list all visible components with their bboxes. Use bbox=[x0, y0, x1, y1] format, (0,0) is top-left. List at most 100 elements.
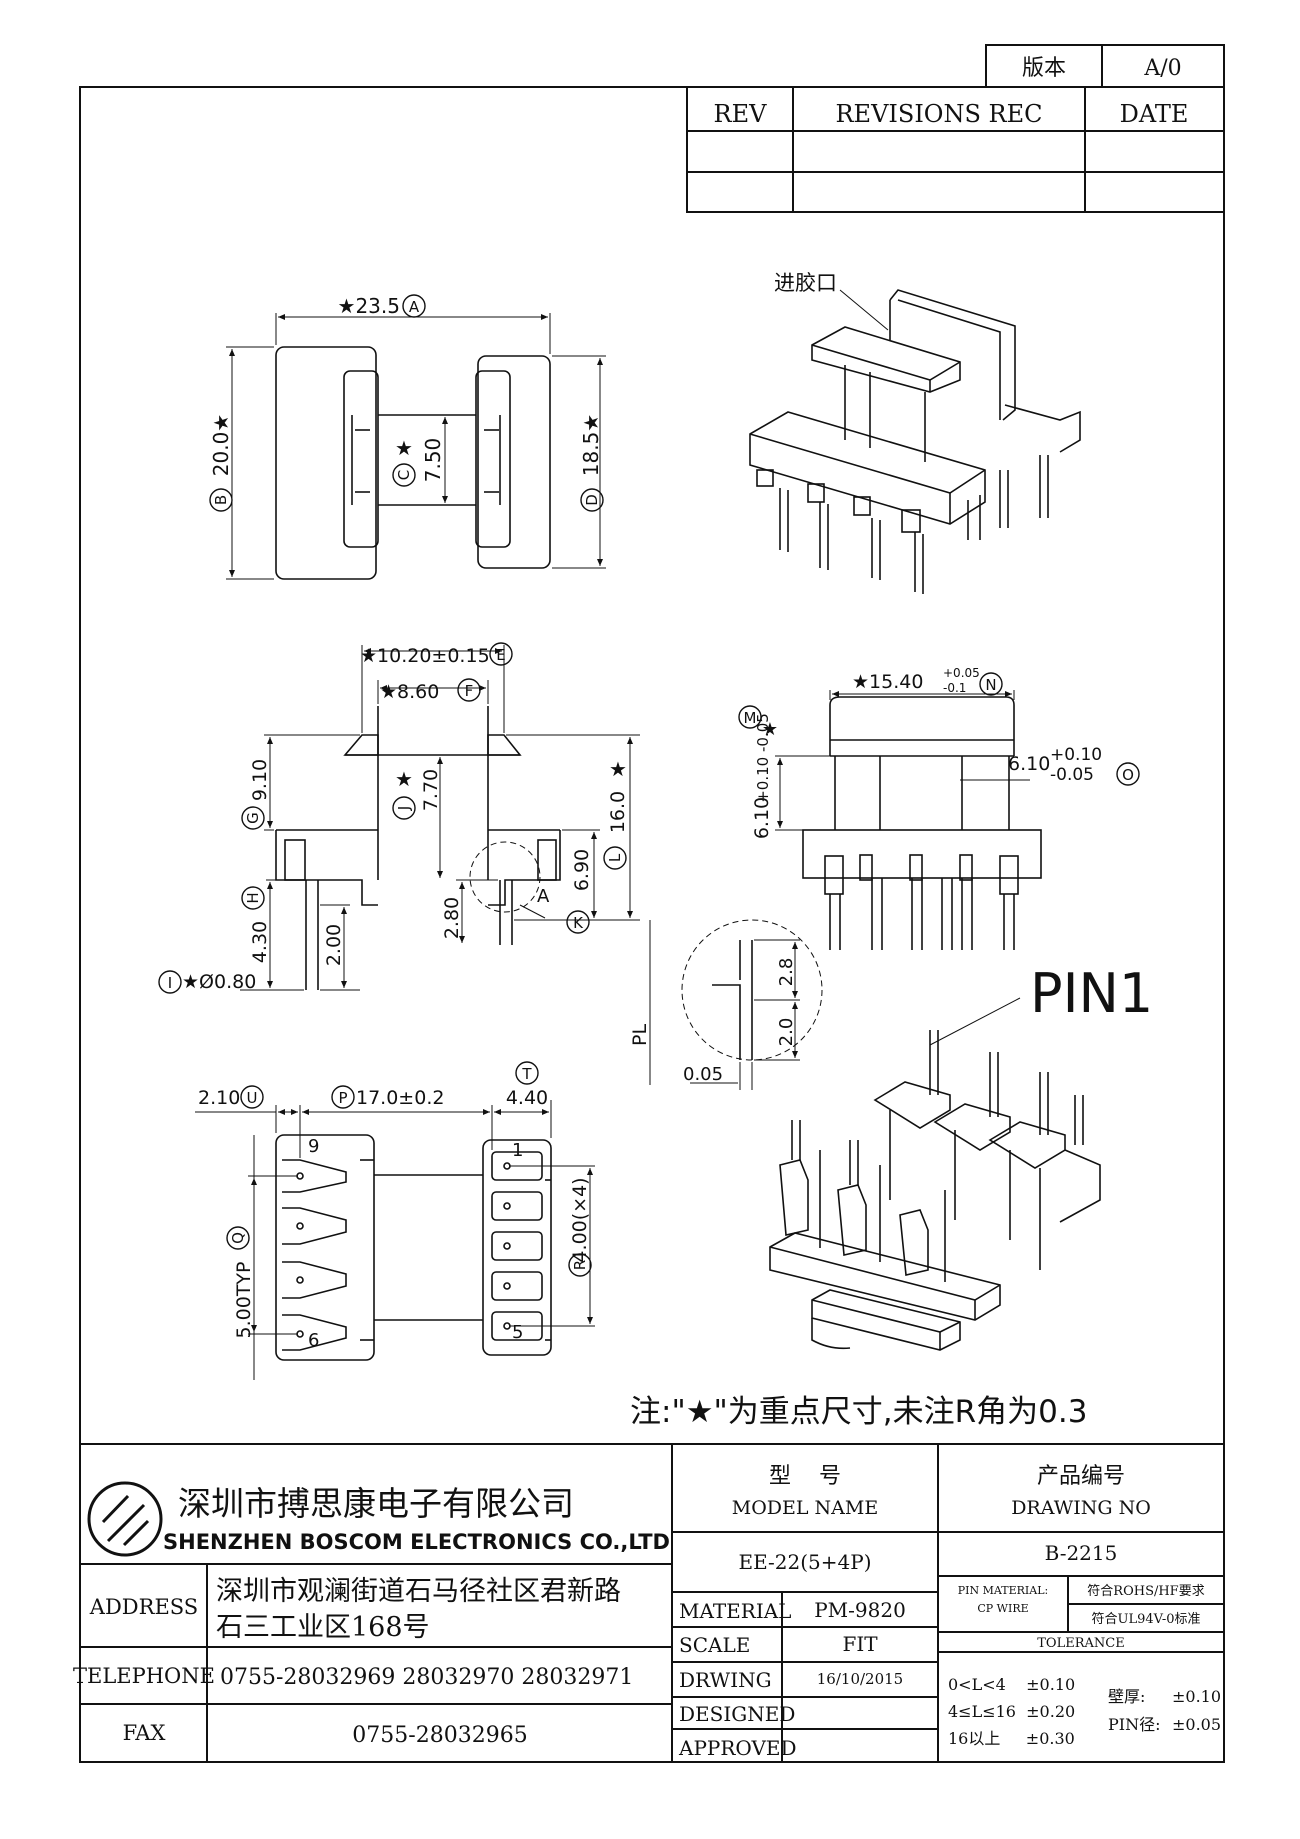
detail-a bbox=[681, 919, 823, 1061]
dim-n-tol-bot: -0.1 bbox=[943, 681, 966, 695]
dim-base-value: 6.90 bbox=[571, 849, 593, 891]
top-view bbox=[275, 346, 551, 580]
detail-d1: 2.8 bbox=[776, 958, 797, 987]
dim-f-id: F bbox=[465, 682, 474, 700]
side-view-dimensions bbox=[775, 690, 1030, 831]
date-header: DATE bbox=[1120, 100, 1189, 128]
isometric-view-top bbox=[749, 289, 1081, 594]
dim-u-tag bbox=[240, 1085, 264, 1109]
dim-e-tag bbox=[489, 642, 513, 666]
dim-d-id: D bbox=[583, 494, 601, 506]
dim-r-id: R bbox=[571, 1260, 589, 1270]
drawing-note: 注:"★"为重点尺寸,未注R角为0.3 bbox=[630, 1394, 1087, 1430]
wall-thickness-label: 壁厚: bbox=[1108, 1687, 1145, 1706]
detail-a-circle bbox=[469, 841, 541, 913]
dim-q-id: Q bbox=[229, 1232, 247, 1244]
front-view bbox=[275, 706, 561, 990]
front-view-dimensions bbox=[240, 645, 651, 1085]
scale-label: SCALE bbox=[679, 1633, 750, 1657]
rohs-note: 符合ROHS/HF要求 bbox=[1087, 1583, 1204, 1599]
fax-label: FAX bbox=[123, 1721, 166, 1745]
dim-h-tag bbox=[241, 886, 265, 910]
dim-t-value: 4.40 bbox=[506, 1087, 548, 1109]
detail-d2: 2.0 bbox=[776, 1018, 797, 1047]
dim-u-value: 2.10 bbox=[198, 1087, 240, 1109]
drwing-label: DRWING bbox=[679, 1668, 772, 1692]
isometric-view-bottom bbox=[769, 1030, 1101, 1351]
model-name-cn: 型 号 bbox=[769, 1464, 841, 1489]
dim-t-id: T bbox=[521, 1065, 532, 1083]
side-view bbox=[802, 696, 1042, 950]
tolerance-row-1: 0<L<4 ±0.10 bbox=[948, 1675, 1075, 1694]
tolerance-row-2: 4≤L≤16 ±0.20 bbox=[948, 1702, 1075, 1721]
dim-d-value: 18.5★ bbox=[579, 414, 603, 476]
dim-c-value: 7.50 bbox=[421, 438, 445, 483]
dim-r-value: 4.00(×4) bbox=[569, 1177, 591, 1262]
address-line-2: 石三工业区168号 bbox=[216, 1612, 430, 1643]
company-name-en: SHENZHEN BOSCOM ELECTRONICS CO.,LTD bbox=[163, 1530, 670, 1554]
dim-g-tag bbox=[241, 806, 265, 830]
dim-p-value: 17.0±0.2 bbox=[356, 1087, 444, 1109]
dim-b-tag bbox=[209, 488, 233, 512]
dim-m-star: ★ bbox=[762, 719, 778, 740]
dim-l-id: L bbox=[606, 853, 624, 862]
dim-c-star: ★ bbox=[395, 436, 413, 460]
fax-value: 0755-28032965 bbox=[352, 1723, 527, 1748]
dim-m-value: 6.10 bbox=[751, 797, 773, 839]
tolerance-label: TOLERANCE bbox=[1037, 1636, 1124, 1651]
drwing-value: 16/10/2015 bbox=[817, 1670, 903, 1688]
dim-step2-value: 2.80 bbox=[441, 897, 463, 939]
dim-i-tag bbox=[158, 970, 182, 994]
dim-j-tag bbox=[392, 796, 416, 820]
dim-p-id: P bbox=[338, 1089, 347, 1107]
dim-pl: PL bbox=[629, 1024, 651, 1046]
pin-label-1: 1 bbox=[512, 1140, 523, 1161]
dim-step-value: 2.00 bbox=[323, 924, 345, 966]
dim-a-id: A bbox=[409, 298, 420, 316]
dim-e-id: E bbox=[496, 646, 505, 664]
dim-g-id: G bbox=[244, 812, 262, 824]
dim-m-tag bbox=[738, 705, 762, 729]
pin-material-label-1: PIN MATERIAL: bbox=[958, 1584, 1048, 1597]
model-name-value: EE-22(5+4P) bbox=[738, 1550, 871, 1574]
dim-h-id: H bbox=[244, 892, 262, 903]
top-view-dimensions bbox=[226, 313, 606, 580]
tolerance-row-3: 16以上 ±0.30 bbox=[948, 1729, 1075, 1748]
approved-label: APPROVED bbox=[678, 1736, 797, 1760]
drawing-no-en: DRAWING NO bbox=[1011, 1497, 1151, 1519]
pin-material-label-2: CP WIRE bbox=[977, 1602, 1028, 1615]
drawing-no-value: B-2215 bbox=[1045, 1541, 1118, 1565]
pin-label-6: 6 bbox=[308, 1330, 319, 1351]
telephone-value: 0755-28032969 28032970 28032971 bbox=[220, 1665, 633, 1690]
rev-header: REV bbox=[714, 100, 768, 128]
dim-k-id: K bbox=[573, 914, 584, 932]
dim-r-tag bbox=[568, 1253, 592, 1277]
dim-h-value: 4.30 bbox=[249, 921, 271, 963]
dim-b-value: 20.0★ bbox=[209, 414, 233, 476]
dim-p-tag bbox=[331, 1085, 355, 1109]
dim-g-value: 9.10 bbox=[249, 759, 271, 801]
drawing-no-cn: 产品编号 bbox=[1037, 1464, 1125, 1489]
dim-m-id: M bbox=[744, 709, 757, 727]
revisions-rec-header: REVISIONS REC bbox=[835, 100, 1042, 128]
dim-e-value: ★10.20±0.15 bbox=[360, 645, 490, 667]
gate-label: 进胶口 bbox=[774, 271, 837, 295]
pin-diameter-value: ±0.05 bbox=[1172, 1715, 1221, 1734]
dim-c-tag bbox=[392, 463, 416, 487]
model-name-en: MODEL NAME bbox=[732, 1497, 878, 1519]
address-label: ADDRESS bbox=[89, 1595, 198, 1619]
detail-d3: 0.05 bbox=[683, 1064, 723, 1085]
company-logo bbox=[87, 1481, 163, 1557]
dim-t-tag bbox=[515, 1061, 539, 1085]
dim-q-tag bbox=[226, 1226, 250, 1250]
dim-o-tag bbox=[1116, 762, 1140, 786]
pin1-label: PIN1 bbox=[1030, 962, 1153, 1025]
designed-label: DESIGNED bbox=[679, 1702, 795, 1726]
dim-m-tol: +0.10 -0.05 bbox=[754, 713, 772, 803]
gate-leader bbox=[839, 289, 889, 331]
dim-q-value: 5.00TYP bbox=[233, 1262, 255, 1339]
material-value: PM-9820 bbox=[814, 1598, 906, 1622]
dim-o-tol-bot: -0.05 bbox=[1050, 765, 1094, 785]
dim-c-id: C bbox=[395, 470, 413, 480]
